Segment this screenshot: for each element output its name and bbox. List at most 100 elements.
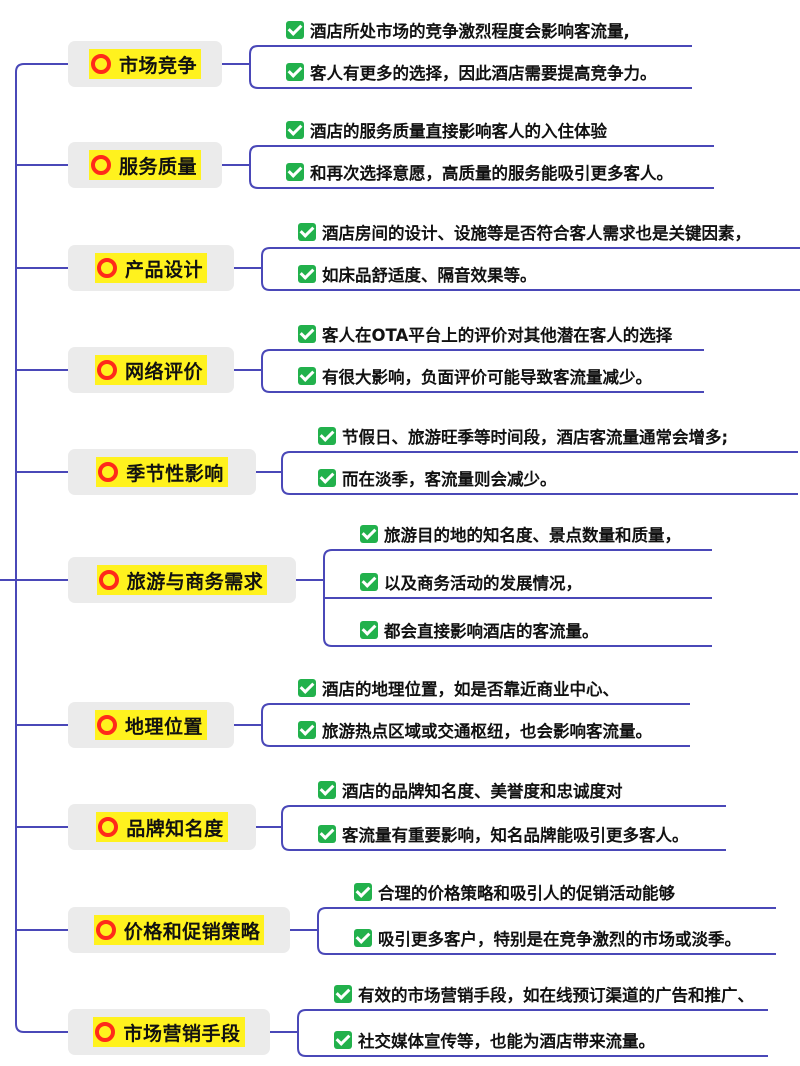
topic-node: 服务质量 [68,142,222,188]
green-check-icon [354,883,372,901]
red-ring-icon [90,54,111,74]
point-item: 而在淡季，客流量则会减少。 [318,466,557,490]
underline [261,703,690,713]
underline [281,451,798,461]
point-item: 有很大影响，负面评价可能导致客流量减少。 [298,364,652,388]
point-item: 合理的价格策略和吸引人的促销活动能够 [354,880,675,904]
green-check-icon [298,679,316,697]
point-item: 客人有更多的选择，因此酒店需要提高竞争力。 [286,60,657,84]
point-text: 而在淡季，客流量则会减少。 [342,470,557,489]
point-text: 合理的价格策略和吸引人的促销活动能够 [378,884,675,903]
red-ring-icon [95,920,116,940]
topic-highlight: 市场营销手段 [93,1017,245,1047]
point-text: 酒店的地理位置，如是否靠近商业中心、 [322,680,619,699]
point-text: 都会直接影响酒店的客流量。 [384,622,599,641]
green-check-icon [318,825,336,843]
topic-highlight: 服务质量 [88,150,201,180]
green-check-icon [298,721,316,739]
point-text: 客流量有重要影响，知名品牌能吸引更多客人。 [342,826,689,845]
underline [317,907,776,917]
point-text: 酒店的服务质量直接影响客人的入住体验 [310,122,607,141]
green-check-icon [334,985,352,1003]
green-check-icon [354,929,372,947]
red-ring-icon [96,715,117,735]
underline [317,945,776,955]
point-text: 客人有更多的选择，因此酒店需要提高竞争力。 [310,64,657,83]
point-text: 吸引更多客户，特别是在竞争激烈的市场或淡季。 [378,930,741,949]
underline [249,179,714,189]
underline [249,79,692,89]
point-item: 酒店房间的设计、设施等是否符合客人需求也是关键因素， [298,220,751,244]
red-ring-icon [95,1022,116,1042]
red-ring-icon [98,817,119,837]
green-check-icon [318,469,336,487]
point-item: 客人在OTA平台上的评价对其他潜在客人的选择 [298,322,672,346]
point-text: 节假日、旅游旺季等时间段，酒店客流量通常会增多; [342,428,729,447]
topic-node: 产品设计 [68,245,234,291]
topic-label: 价格和促销策略 [123,920,261,943]
point-text: 社交媒体宣传等，也能为酒店带来流量。 [358,1032,655,1051]
topic-label: 旅游与商务需求 [126,570,264,593]
point-text: 以及商务活动的发展情况， [384,574,582,593]
underline [323,637,712,647]
topic-node: 网络评价 [68,347,234,393]
topic-highlight: 品牌知名度 [96,812,228,842]
green-check-icon [334,1031,352,1049]
topic-highlight: 产品设计 [94,253,207,283]
point-item: 如床品舒适度、隔音效果等。 [298,262,537,286]
point-item: 节假日、旅游旺季等时间段，酒店客流量通常会增多; [318,424,728,448]
green-check-icon [286,63,304,81]
green-check-icon [360,621,378,639]
topic-node: 价格和促销策略 [68,907,290,953]
red-ring-icon [98,462,119,482]
underline [249,45,692,55]
green-check-icon [286,121,304,139]
underline [323,549,712,559]
green-check-icon [298,223,316,241]
topic-highlight: 价格和促销策略 [93,915,265,945]
topic-label: 季节性影响 [126,462,224,485]
underline [261,247,800,257]
underline [281,841,726,851]
topic-node: 季节性影响 [68,449,256,495]
topic-node: 市场营销手段 [68,1009,270,1055]
underline [261,349,704,359]
point-text: 酒店房间的设计、设施等是否符合客人需求也是关键因素， [322,224,751,243]
green-check-icon [286,21,304,39]
topic-node: 市场竞争 [68,41,222,87]
green-check-icon [360,525,378,543]
spine-branch [15,1023,68,1033]
topic-label: 市场营销手段 [123,1022,241,1045]
green-check-icon [318,781,336,799]
topic-label: 品牌知名度 [126,817,224,840]
underline [261,737,690,747]
point-text: 有效的市场营销手段，如在线预订渠道的广告和推广、 [358,986,754,1005]
underline [261,281,800,291]
topic-label: 地理位置 [124,715,203,738]
underline [297,1047,768,1057]
topic-node: 旅游与商务需求 [68,557,296,603]
point-item: 酒店的服务质量直接影响客人的入住体验 [286,118,607,142]
point-text: 酒店的品牌知名度、美誉度和忠诚度对 [342,782,623,801]
green-check-icon [318,427,336,445]
green-check-icon [360,573,378,591]
point-item: 和再次选择意愿，高质量的服务能吸引更多客人。 [286,160,673,184]
point-item: 旅游热点区域或交通枢纽，也会影响客流量。 [298,718,652,742]
point-text: 和再次选择意愿，高质量的服务能吸引更多客人。 [310,164,673,183]
point-item: 都会直接影响酒店的客流量。 [360,618,599,642]
point-item: 酒店的地理位置，如是否靠近商业中心、 [298,676,619,700]
point-text: 旅游目的地的知名度、景点数量和质量， [384,526,681,545]
topic-label: 服务质量 [118,155,197,178]
point-text: 酒店所处市场的竞争激烈程度会影响客流量, [310,22,630,41]
point-text: 有很大影响，负面评价可能导致客流量减少。 [322,368,652,387]
point-item: 有效的市场营销手段，如在线预订渠道的广告和推广、 [334,982,754,1006]
point-item: 以及商务活动的发展情况， [360,570,582,594]
green-check-icon [298,367,316,385]
topic-label: 产品设计 [124,258,203,281]
red-ring-icon [96,360,117,380]
point-text: 客人在OTA平台上的评价对其他潜在客人的选择 [322,326,673,345]
red-ring-icon [90,155,111,175]
topic-label: 市场竞争 [118,54,197,77]
point-item: 客流量有重要影响，知名品牌能吸引更多客人。 [318,822,689,846]
